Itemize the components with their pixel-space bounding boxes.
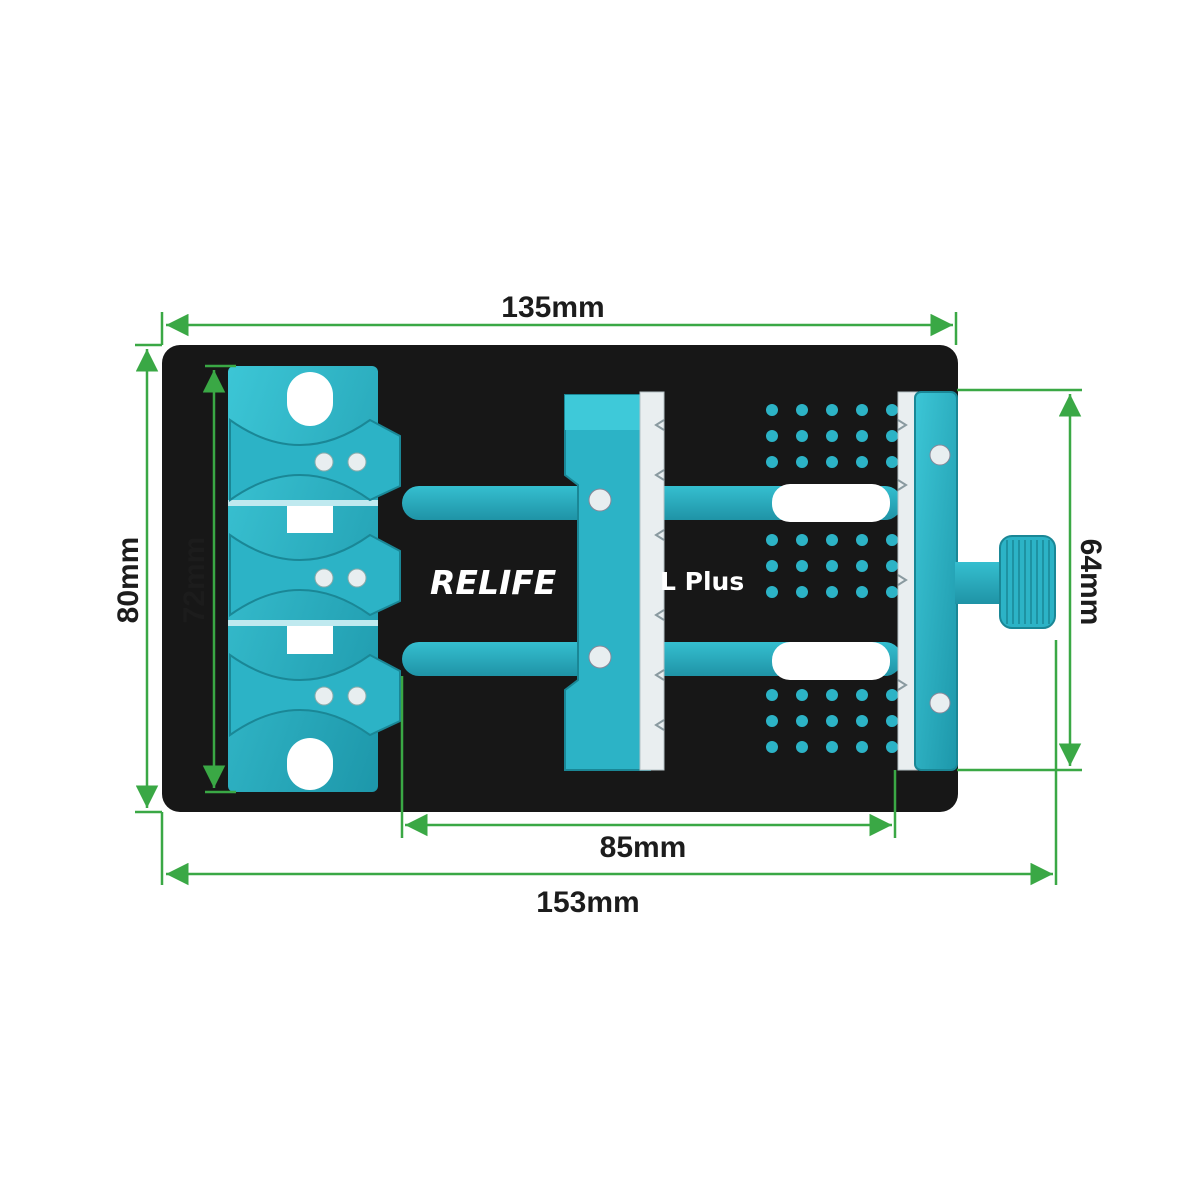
perforation-hole xyxy=(856,715,868,727)
perforation-hole xyxy=(826,586,838,598)
perforation-hole xyxy=(826,456,838,468)
perforation-hole xyxy=(796,534,808,546)
clamp-knob-middle xyxy=(229,533,401,617)
perforation-hole xyxy=(766,715,778,727)
perforation-hole xyxy=(826,715,838,727)
model-name: L Plus xyxy=(660,567,744,596)
perforation-hole xyxy=(856,430,868,442)
perforation-hole xyxy=(796,404,808,416)
label-153mm: 153mm xyxy=(536,886,639,919)
perforation-hole xyxy=(826,560,838,572)
label-64mm: 64mm xyxy=(1074,539,1107,626)
perforation-hole xyxy=(886,404,898,416)
label-135mm: 135mm xyxy=(501,291,604,324)
brand-logo: RELIFE xyxy=(430,563,557,602)
label-80mm: 80mm xyxy=(112,537,145,624)
perforation-hole xyxy=(826,430,838,442)
sliding-jaw-middle xyxy=(564,391,665,771)
perforation-hole xyxy=(796,689,808,701)
perforation-hole xyxy=(766,430,778,442)
perforation-hole xyxy=(766,689,778,701)
perforation-hole xyxy=(886,456,898,468)
perforation-hole xyxy=(856,689,868,701)
perforation-hole xyxy=(766,741,778,753)
perforation-hole xyxy=(766,456,778,468)
perforation-hole xyxy=(886,560,898,572)
perforation-hole xyxy=(856,560,868,572)
perforation-hole xyxy=(856,534,868,546)
perforation-hole xyxy=(886,534,898,546)
perforation-hole xyxy=(886,430,898,442)
clamp-knob-bottom xyxy=(229,653,401,737)
perforation-hole xyxy=(796,715,808,727)
perforated-hole-grid xyxy=(766,404,898,753)
perforation-hole xyxy=(796,586,808,598)
perforation-hole xyxy=(796,430,808,442)
perforation-hole xyxy=(796,560,808,572)
perforation-hole xyxy=(856,404,868,416)
perforation-hole xyxy=(766,404,778,416)
perforation-hole xyxy=(796,741,808,753)
perforation-hole xyxy=(886,715,898,727)
perforation-hole xyxy=(886,689,898,701)
perforation-hole xyxy=(796,456,808,468)
clamp-knob-top xyxy=(229,418,401,502)
perforation-hole xyxy=(856,456,868,468)
perforation-hole xyxy=(766,534,778,546)
perforation-hole xyxy=(826,741,838,753)
perforation-hole xyxy=(886,586,898,598)
fixed-jaw-right xyxy=(897,391,958,771)
perforation-hole xyxy=(766,586,778,598)
perforation-hole xyxy=(856,741,868,753)
perforation-hole xyxy=(856,586,868,598)
perforation-hole xyxy=(886,741,898,753)
perforation-hole xyxy=(766,560,778,572)
perforation-hole xyxy=(826,534,838,546)
perforation-hole xyxy=(826,689,838,701)
label-72mm: 72mm xyxy=(178,537,211,624)
perforation-hole xyxy=(826,404,838,416)
adjustment-knob xyxy=(955,535,1056,629)
label-85mm: 85mm xyxy=(600,831,687,864)
